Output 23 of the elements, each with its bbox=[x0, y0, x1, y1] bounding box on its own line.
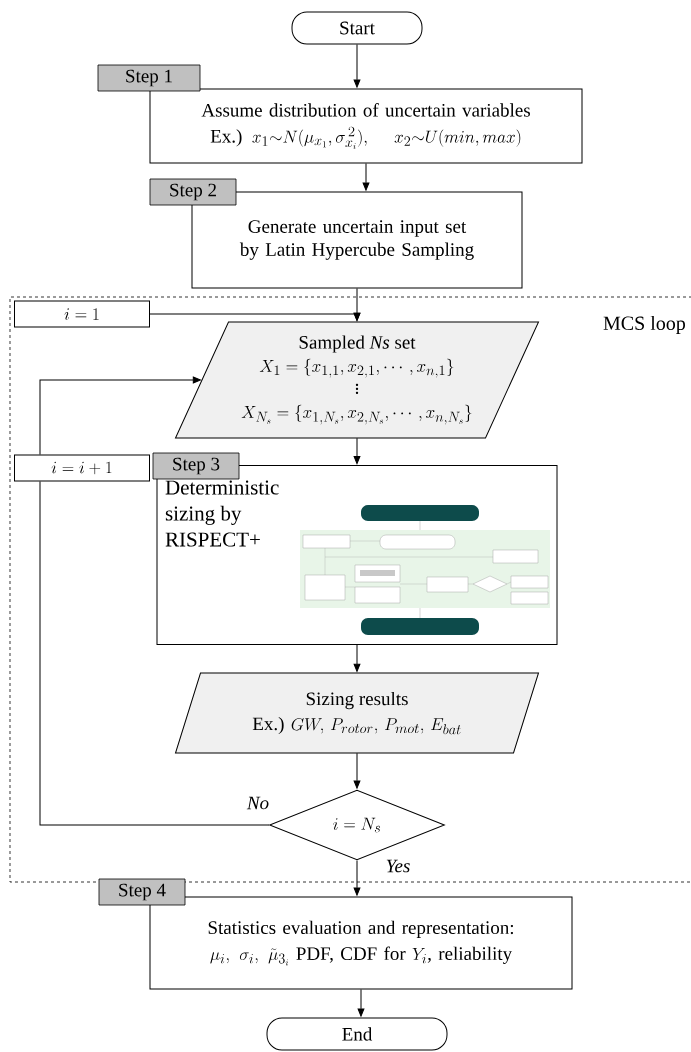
arrow bbox=[357, 989, 365, 1017]
step-tab: Step 4 bbox=[98, 878, 186, 906]
edge-label: Yes bbox=[386, 859, 410, 873]
edge-label: No bbox=[246, 796, 269, 810]
arrow bbox=[353, 644, 361, 672]
data-parallelogram: Sampled Ns set $\begin{gathered} X_1 = \{x_{1,1}, x_{2,1}, \cdots, x_{n,1}\} \\[-4pt] \vdots \\[-2pt] X_{N_s} = \{x_{1,N_s}, x_{2,N_s}, \cdots, x_{n,N_s}\} \end{gathered}$ bbox=[175, 321, 539, 439]
process-box: $i = 1$ bbox=[14, 300, 150, 328]
step-tab: Step 3 bbox=[152, 452, 240, 480]
arrow bbox=[353, 437, 361, 465]
step-tab: Step 1 bbox=[97, 64, 201, 92]
arrow bbox=[362, 163, 370, 191]
step-tab: Step 2 bbox=[149, 178, 237, 206]
arrow bbox=[353, 752, 361, 789]
data-parallelogram: Sizing results $\text{Ex.) } GW,\, P_{rotor},\, P_{mot},\, E_{bat}$ bbox=[175, 672, 539, 754]
arrow bbox=[353, 44, 361, 88]
terminal-box: Start bbox=[291, 11, 423, 45]
arrow bbox=[353, 860, 361, 896]
process-box: Statistics evaluation and representation: $\mu_i,\ \sigma_i,\ \tilde{\mu}_{3_i}\ \text{PDF, CDF for } Y_i\text{, reliability}$ bbox=[149, 896, 573, 990]
process-box: Assume distribution of uncertain variables $\text{Ex.) } x_1{\sim}N(\mu_{x_1},\sigma_{x_i}^{\,2}),\;\; x_2{\sim}U(min,max)$ bbox=[149, 88, 583, 164]
process-box: $i = i + 1$ bbox=[14, 454, 150, 482]
arrow bbox=[149, 312, 361, 321]
terminal-box: End bbox=[266, 1017, 448, 1051]
arrow bbox=[39, 376, 201, 455]
